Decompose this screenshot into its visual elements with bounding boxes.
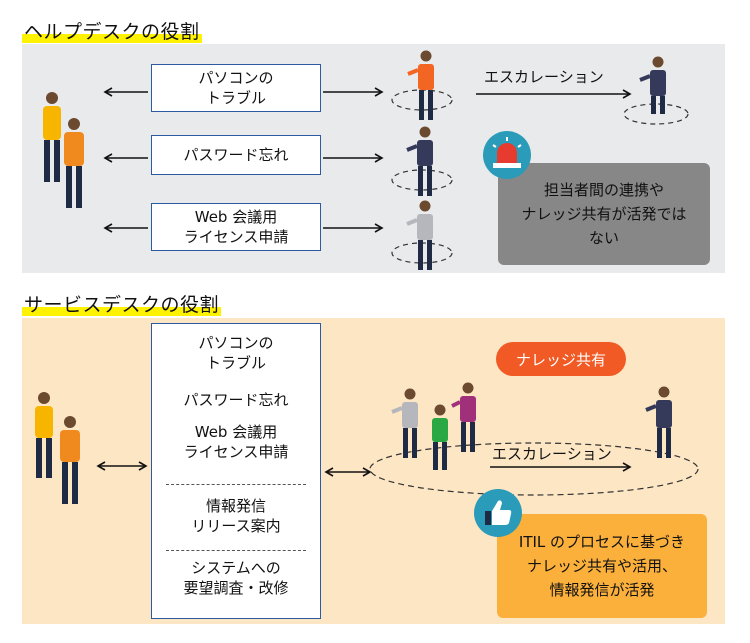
person-icon [407,50,434,120]
person-icon [43,92,61,182]
helpdesk-escalation-label: エスカレーション [484,68,604,86]
team-ellipse [369,442,699,496]
divider [166,484,306,485]
divider [166,550,306,551]
person-icon [406,126,433,196]
person-icon [432,404,448,470]
thumbs-up-icon [474,489,522,537]
siren-icon [483,131,531,179]
servicedesk-item-pc-trouble: パソコンの トラブル [198,334,274,373]
person-icon [639,56,666,114]
servicedesk-item-system-request: システムへの 要望調査・改修 [183,559,289,598]
person-icon [391,388,418,458]
person-icon [35,392,53,478]
staff-ellipse [623,103,689,125]
person-icon [406,200,433,270]
knowledge-sharing-pill: ナレッジ共有 [496,342,626,376]
servicedesk-note: ITIL のプロセスに基づき ナレッジ共有や活用、 情報発信が活発 [497,514,707,618]
servicedesk-escalation-label: エスカレーション [492,445,612,463]
helpdesk-item-password: パスワード忘れ [151,135,321,175]
servicedesk-heading: サービスデスクの役割 [22,294,222,316]
servicedesk-item-release-info: 情報発信 リリース案内 [191,497,281,536]
person-icon [451,382,476,452]
helpdesk-heading: ヘルプデスクの役割 [22,21,202,43]
servicedesk-item-list: パソコンの トラブル パスワード忘れ Web 会議用 ライセンス申請 情報発信 … [151,323,321,619]
person-icon [64,118,84,208]
helpdesk-item-license: Web 会議用 ライセンス申請 [151,203,321,251]
servicedesk-item-password: パスワード忘れ [183,391,289,409]
helpdesk-item-pc-trouble: パソコンの トラブル [151,64,321,112]
helpdesk-note: 担当者間の連携や ナレッジ共有が活発では ない [498,163,710,265]
person-icon [645,386,672,458]
person-icon [60,416,80,504]
servicedesk-item-license: Web 会議用 ライセンス申請 [183,423,289,462]
